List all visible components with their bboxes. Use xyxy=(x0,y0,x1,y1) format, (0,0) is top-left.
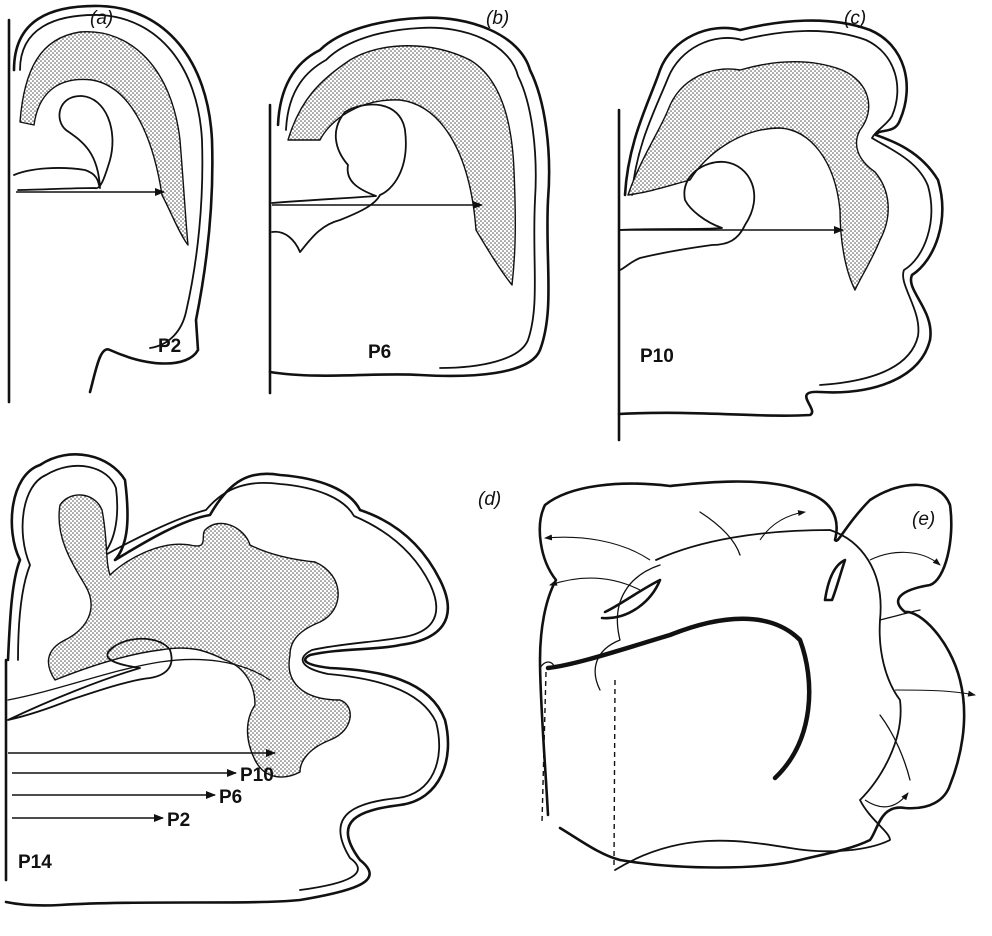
outer-surface xyxy=(540,481,964,867)
panel-label-a: (a) xyxy=(90,8,113,29)
age-label-p2: P2 xyxy=(158,336,181,357)
lobe-boundary xyxy=(700,512,920,780)
white-matter xyxy=(48,495,350,777)
white-matter xyxy=(628,62,888,290)
panel-label-b: (b) xyxy=(486,8,509,29)
panel-e: (e) xyxy=(540,481,975,870)
panel-c: (c) P10 xyxy=(619,8,942,440)
expansion-arrow xyxy=(545,537,650,560)
age-label-p10: P10 xyxy=(640,346,674,367)
panel-label-e: (e) xyxy=(912,509,935,530)
white-matter xyxy=(288,46,515,285)
expansion-arrow xyxy=(870,552,940,565)
age-label-p14: P14 xyxy=(18,852,52,873)
arrow-label-p2: P2 xyxy=(167,810,190,831)
primary-fissure xyxy=(548,619,809,778)
white-matter xyxy=(20,32,188,245)
age-label-p6: P6 xyxy=(368,342,391,363)
panel-a: (a) P2 xyxy=(9,6,212,402)
expansion-arrow xyxy=(865,793,908,807)
panel-label-c: (c) xyxy=(844,8,866,29)
fissure-2 xyxy=(825,560,845,600)
panel-b: (b) P6 xyxy=(270,8,549,393)
arrow-label-p6: P6 xyxy=(219,787,242,808)
panel-label-d: (d) xyxy=(478,489,501,510)
panel-d: P10 P6 P2 (d) P14 xyxy=(6,454,501,905)
arrow-label-p10: P10 xyxy=(240,765,274,786)
dashed-guide-right xyxy=(614,680,615,865)
inner-lobe-boundary xyxy=(595,565,660,690)
expansion-arrow xyxy=(760,512,805,540)
